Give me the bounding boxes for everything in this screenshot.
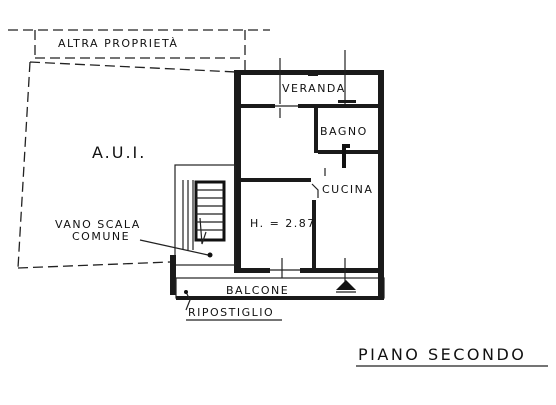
aui-area-outline (17, 61, 237, 269)
door-window-details (270, 50, 356, 290)
label-vano-scala: VANO SCALA (55, 218, 141, 231)
label-aui: A.U.I. (92, 143, 146, 162)
label-altra-proprieta: ALTRA PROPRIETÀ (58, 37, 178, 50)
plan-title: PIANO SECONDO (358, 345, 526, 364)
label-balcone: BALCONE (226, 284, 289, 297)
label-veranda: VERANDA (282, 82, 346, 95)
label-bagno: BAGNO (320, 125, 368, 138)
stairwell (139, 164, 236, 295)
label-comune: COMUNE (72, 230, 130, 243)
label-height: H. = 2.87 (250, 217, 316, 230)
label-cucina: CUCINA (322, 183, 373, 196)
ripostiglio-pointer (184, 290, 191, 311)
balcony (175, 275, 385, 300)
apartment-walls (234, 70, 384, 275)
label-ripostiglio: RIPOSTIGLIO (188, 306, 274, 319)
